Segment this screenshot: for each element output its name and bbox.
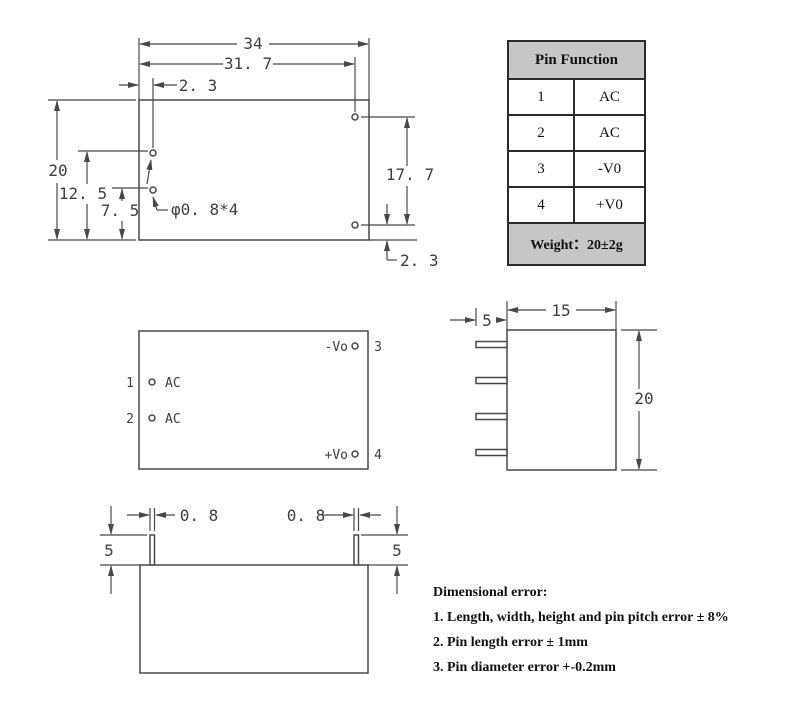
dim-height-total-label: 20: [48, 161, 67, 180]
pin-hole-4: [351, 221, 359, 229]
dim-pin-span-right: 17. 7: [386, 117, 434, 225]
pin-function-cell: -V0: [597, 160, 622, 177]
dim-pin-offset-left: 2. 3: [119, 76, 217, 95]
dimensional-error-notes: Dimensional error: 1. Length, width, hei…: [433, 585, 778, 685]
dim-pin-height-left-label: 5: [104, 541, 114, 560]
pin-1-label: AC: [165, 376, 181, 391]
pin-4-circle: [351, 450, 359, 458]
pin-layout-body: [138, 330, 369, 470]
table-row: 4 +V0: [509, 188, 644, 224]
pin-3-label: -Vo: [325, 340, 348, 355]
pin-3-circle: [351, 342, 359, 350]
note-item: 1. Length, width, height and pin pitch e…: [433, 610, 729, 625]
extension-lines: [48, 38, 417, 241]
side-pin-4: [475, 448, 508, 457]
dim-pin2-from-bottom-label: 7. 5: [101, 201, 140, 220]
weight-row: Weight：20±2g: [509, 224, 644, 264]
dim-pin-dia-right-label: 0. 8: [287, 506, 326, 525]
dim-height-label: 20: [634, 389, 653, 408]
top-view-body: [138, 99, 370, 241]
pin-hole-1: [149, 149, 157, 157]
dim-pin-dia-left: 0. 8: [127, 506, 218, 525]
dim-pin-height-right-label: 5: [392, 541, 402, 560]
dim-width-total: 34: [139, 34, 369, 53]
pin-hole-2: [149, 186, 157, 194]
pin-4-label: +Vo: [325, 448, 348, 463]
pin-1-circle: [148, 378, 156, 386]
dim-pin-offset-bottom: 2. 3: [384, 204, 439, 270]
front-pin-left: [149, 534, 156, 566]
pin-number-cell: 3: [509, 152, 575, 186]
pin-2-circle: [148, 414, 156, 422]
dim-pin-span-right-label: 17. 7: [386, 165, 434, 184]
dim-pin-dia-right: 0. 8: [287, 506, 381, 525]
side-pin-2: [475, 376, 508, 385]
pin-3-number: 3: [374, 340, 382, 355]
pin-layout-view: 1 AC 2 AC -Vo 3 +Vo 4: [126, 330, 382, 470]
top-view: 34 31. 7 2. 3 20 12. 5: [48, 34, 439, 270]
hole-diameter-label: φ0. 8*4: [171, 200, 238, 219]
dim-pin1-from-bottom: 12. 5: [59, 151, 107, 240]
dim-height: 20: [634, 330, 654, 470]
dim-height-total: 20: [48, 100, 68, 240]
dim-pin-offset-bottom-label: 2. 3: [400, 251, 439, 270]
pin-number-cell: 1: [509, 80, 575, 114]
side-pin-1: [475, 340, 508, 349]
front-view-body: [139, 564, 369, 674]
dim-pin-length-label: 5: [482, 311, 492, 330]
pin-function-cell: +V0: [596, 196, 623, 213]
table-row: 1 AC: [509, 80, 644, 116]
dim-width-total-label: 34: [243, 34, 262, 53]
front-view: 0. 8 0. 8 5 5: [100, 506, 408, 674]
dim-depth-label: 15: [551, 301, 570, 320]
pin-number-cell: 4: [509, 188, 575, 222]
dim-pin1-from-bottom-label: 12. 5: [59, 184, 107, 203]
notes-title: Dimensional error:: [433, 585, 548, 600]
dim-width-to-pin-label: 31. 7: [224, 54, 272, 73]
dim-pin-offset-left-label: 2. 3: [179, 76, 218, 95]
side-view-body: [506, 329, 617, 471]
pin-table-title: Pin Function: [509, 42, 644, 80]
pin-function-cell: AC: [599, 88, 620, 105]
note-item: 2. Pin length error ± 1mm: [433, 635, 588, 650]
pin-function-cell: AC: [599, 124, 620, 141]
dim-pin-height-right: 5: [392, 506, 402, 594]
pin-2-number: 2: [126, 412, 134, 427]
pin-hole-3: [351, 113, 359, 121]
extension-lines: [100, 508, 408, 566]
dim-depth: 15: [507, 301, 616, 320]
dim-pin-dia-left-label: 0. 8: [180, 506, 219, 525]
pin-number-cell: 2: [509, 116, 575, 150]
dim-pin2-from-bottom: 7. 5: [101, 188, 140, 240]
dim-pin-height-left: 5: [104, 506, 114, 594]
side-pin-3: [475, 412, 508, 421]
dim-width-to-pin: 31. 7: [139, 54, 355, 73]
table-row: 2 AC: [509, 116, 644, 152]
pin-1-number: 1: [126, 376, 134, 391]
pin-4-number: 4: [374, 448, 382, 463]
table-row: 3 -V0: [509, 152, 644, 188]
front-pin-right: [353, 534, 360, 566]
pin-2-label: AC: [165, 412, 181, 427]
pin-function-table: Pin Function 1 AC 2 AC 3 -V0 4 +V0 Weigh…: [507, 40, 646, 266]
dim-pin-length: 5: [450, 311, 507, 330]
note-item: 3. Pin diameter error +-0.2mm: [433, 660, 616, 675]
side-view: 15 5 20: [450, 301, 657, 471]
hole-diameter-callout: φ0. 8*4: [146, 159, 238, 219]
